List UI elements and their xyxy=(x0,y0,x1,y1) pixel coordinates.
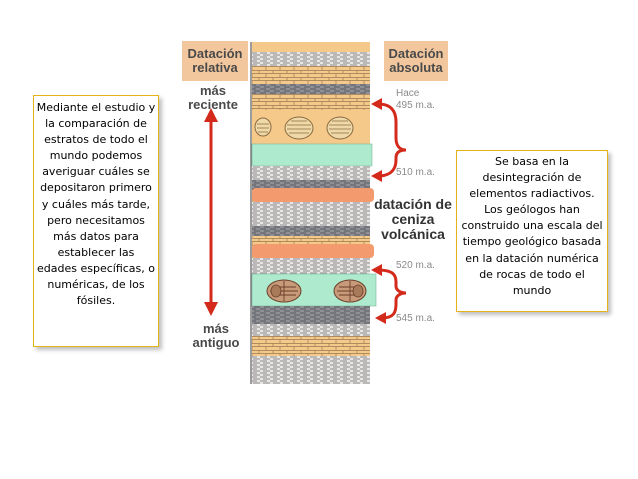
orange-layer xyxy=(252,188,374,202)
shale-layer xyxy=(252,166,370,180)
oldest-label: más antiguo xyxy=(188,322,244,350)
orange-layer xyxy=(252,244,374,258)
header-line: Datación xyxy=(388,46,444,61)
age-label-520: 520 m.a. xyxy=(396,260,435,271)
absolute-dating-header: Datación absoluta xyxy=(384,41,448,81)
label-line: reciente xyxy=(188,97,238,112)
age-label-hace: Hace xyxy=(396,88,420,99)
label-line: volcánica xyxy=(381,226,445,242)
tan-layer xyxy=(252,42,370,52)
most-recent-label: más reciente xyxy=(188,84,238,112)
trilobite-fossils xyxy=(266,279,367,303)
absolute-dating-explanation-box: Se basa en la desintegración de elemento… xyxy=(456,150,608,312)
brick-layer xyxy=(252,94,370,110)
shale-layer xyxy=(252,356,370,384)
header-line: relativa xyxy=(192,60,238,75)
age-label-545: 545 m.a. xyxy=(396,313,435,324)
shale-layer xyxy=(252,52,370,66)
brick-layer xyxy=(252,66,370,84)
relative-dating-explanation-box: Mediante el estudio y la comparación de … xyxy=(33,95,159,347)
label-line: más xyxy=(199,83,227,98)
label-line: datación de xyxy=(374,196,452,212)
explanation-text: Se basa en la desintegración de elemento… xyxy=(461,155,603,297)
label-line: más xyxy=(202,321,230,336)
shale-layer xyxy=(252,202,370,226)
dark-layer xyxy=(252,306,370,324)
volcanic-ash-dating-label: datación de ceniza volcánica xyxy=(373,197,453,242)
shale-layer xyxy=(252,258,370,274)
arrowheads xyxy=(371,98,386,324)
dark-layer xyxy=(252,180,370,190)
relative-dating-header: Datación relativa xyxy=(182,41,248,81)
brick-layer xyxy=(252,336,370,356)
brick-layer xyxy=(252,236,370,244)
age-label-495: 495 m.a. xyxy=(396,100,435,111)
ash-layer xyxy=(251,143,373,167)
explanation-text: Mediante el estudio y la comparación de … xyxy=(36,101,156,308)
shell-fossils xyxy=(254,116,354,140)
dark-layer xyxy=(252,84,370,94)
relative-time-arrow xyxy=(204,108,218,316)
dark-layer xyxy=(252,226,370,236)
rock-column xyxy=(250,42,377,384)
label-line: antiguo xyxy=(192,335,240,350)
header-line: absoluta xyxy=(389,60,443,75)
absolute-dating-brackets xyxy=(377,102,407,320)
shale-layer xyxy=(252,324,370,336)
header-line: Datación xyxy=(187,46,243,61)
age-label-510: 510 m.a. xyxy=(396,167,435,178)
label-line: ceniza xyxy=(391,211,435,227)
